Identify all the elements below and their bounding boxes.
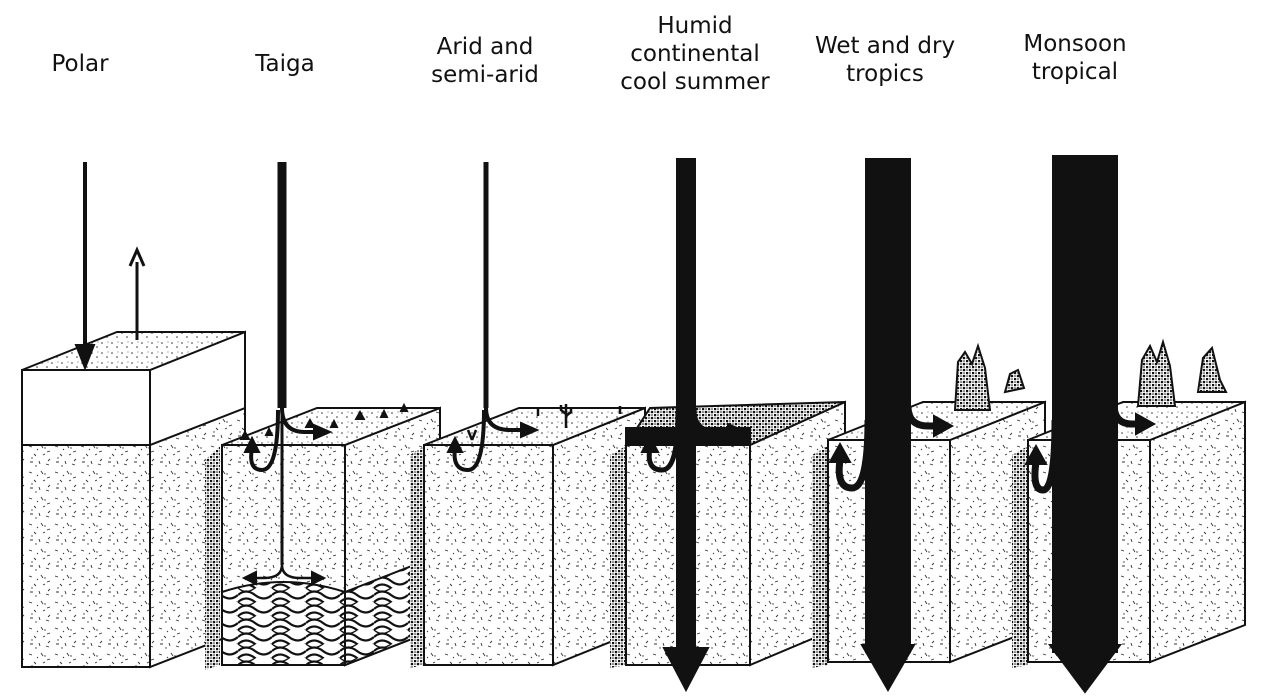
arrow-wet-dry-precipitation [828, 158, 955, 692]
arrow-arid-precipitation [446, 162, 540, 473]
block-taiga [205, 402, 441, 670]
label-monsoon-tropical: Monsoon tropical [995, 30, 1155, 86]
label-humid-continental: Humid continental cool summer [595, 12, 795, 96]
label-line: cool summer [620, 69, 770, 95]
label-polar: Polar [30, 50, 130, 78]
block-humid [610, 400, 846, 668]
label-line: Taiga [255, 51, 315, 77]
label-taiga: Taiga [230, 50, 340, 78]
block-polar [21, 330, 246, 669]
arrow-humid-precipitation [640, 158, 749, 693]
label-line: tropics [846, 61, 924, 87]
arrow-monsoon-precipitation [1024, 155, 1157, 694]
label-arid-semi-arid: Arid and semi-arid [395, 33, 575, 89]
label-line: Humid [657, 13, 733, 39]
label-line: Wet and dry [814, 33, 956, 59]
label-line: Arid and [436, 34, 534, 60]
arrow-polar-evaporation [128, 246, 146, 340]
label-line: Polar [51, 51, 109, 77]
label-line: Monsoon [1023, 31, 1127, 57]
label-line: tropical [1031, 59, 1119, 85]
block-monsoon [1012, 338, 1246, 668]
arrow-taiga-precipitation [241, 162, 333, 586]
arrow-polar-precipitation [74, 162, 96, 371]
block-arid [410, 404, 646, 668]
block-wet-dry [812, 342, 1046, 668]
label-line: semi-arid [431, 62, 539, 88]
label-line: continental [630, 41, 760, 67]
label-wet-dry-tropics: Wet and dry tropics [795, 32, 975, 88]
